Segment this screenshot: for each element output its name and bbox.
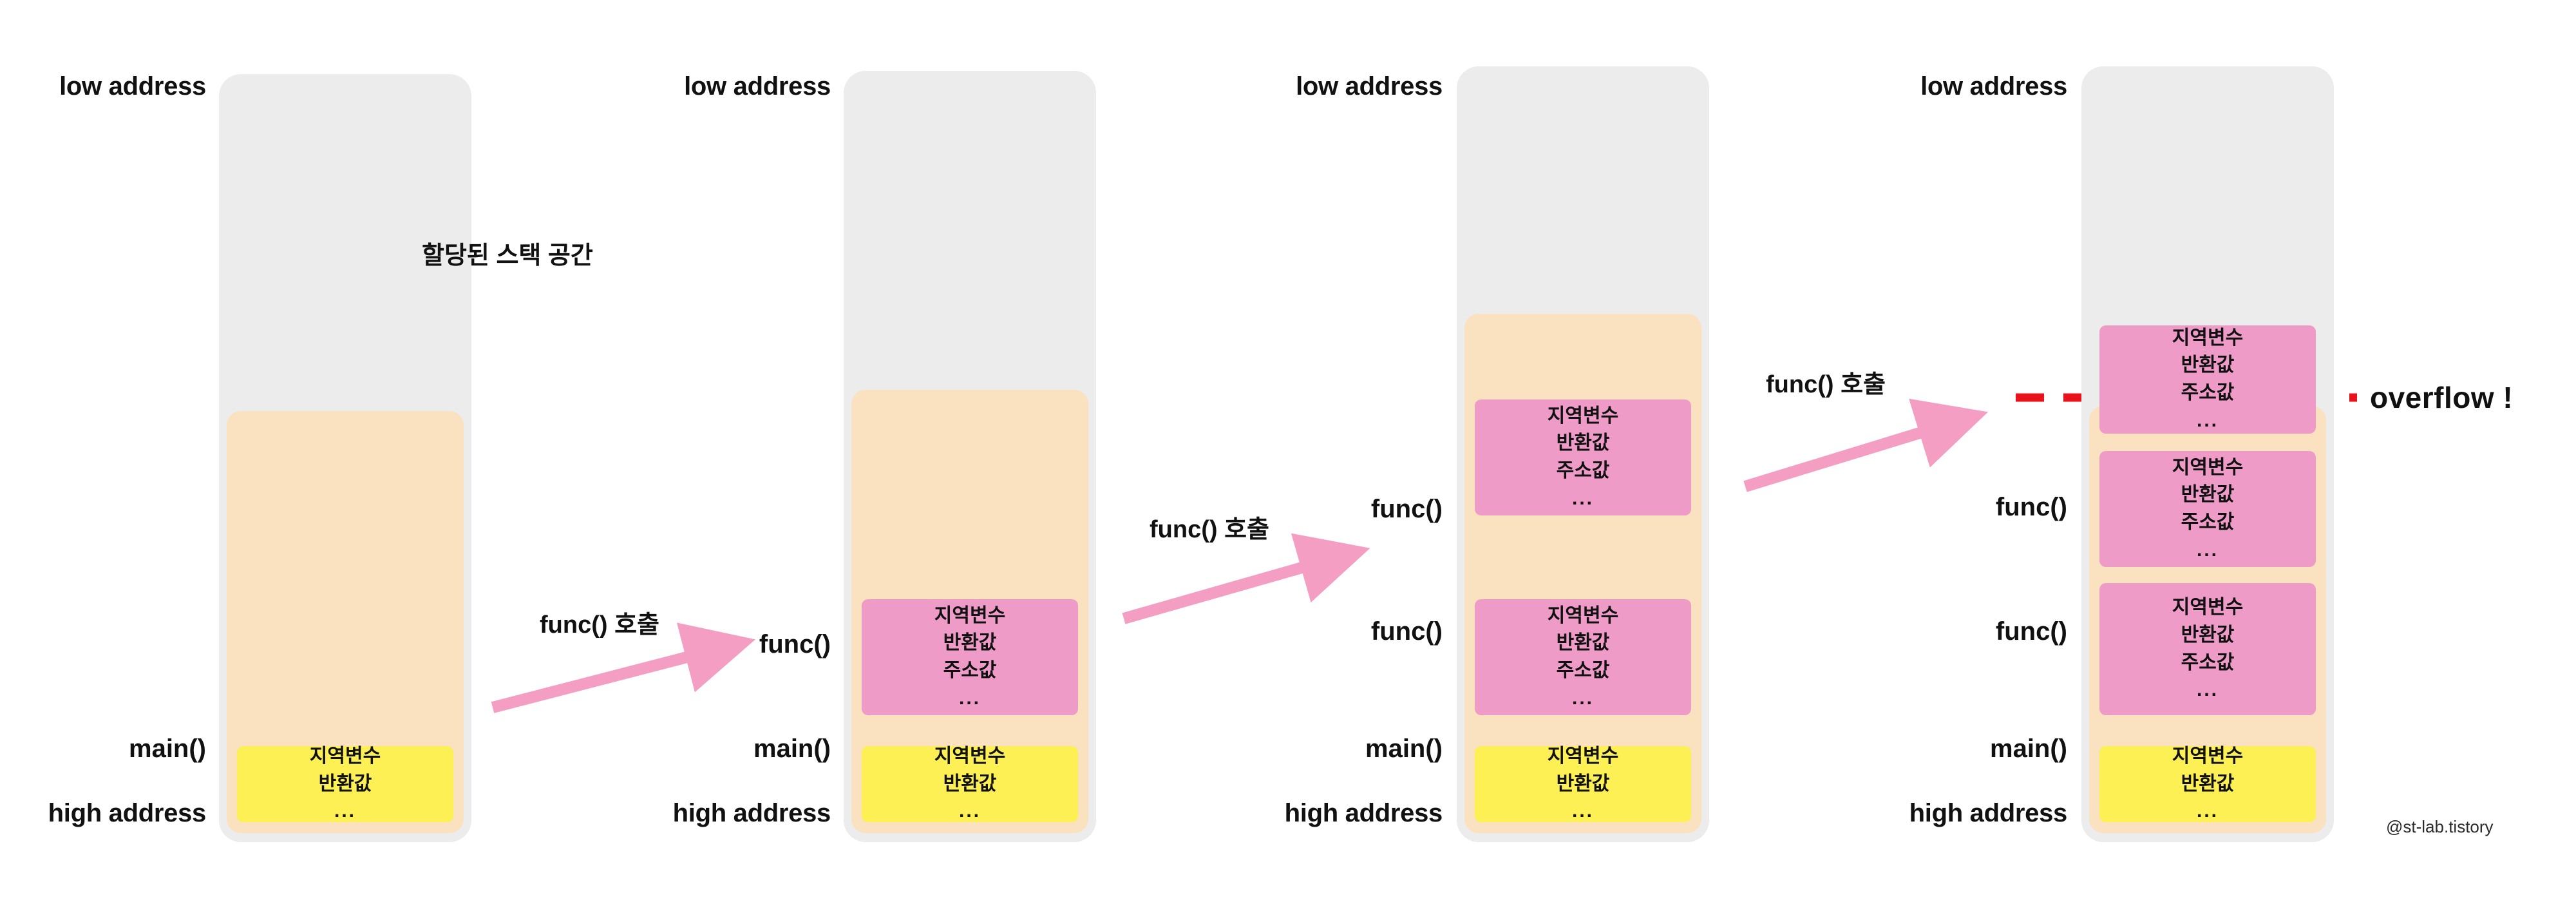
stage-2-frame-func-1: 지역변수 반환값 주소값 ... [862, 599, 1078, 715]
overflow-label: overflow ! [2370, 381, 2514, 414]
stage-4-frame-func-2: 지역변수 반환값 주소값 ... [2099, 583, 2316, 715]
frame-line-local-var: 지역변수 [1547, 745, 1619, 767]
stage-4-frame-func-1: 지역변수 반환값 주소값 ... [2099, 451, 2316, 567]
stage-2-main-label: main() [753, 735, 831, 763]
frame-line-ellipsis: ... [2196, 679, 2219, 701]
stage-3-func-label-1: func() [1370, 495, 1443, 523]
stage-4-frame-func-overflow: 지역변수 반환값 주소값 ... [2099, 325, 2316, 434]
stage-4-frame-main: 지역변수 반환값 ... [2099, 745, 2316, 822]
stage-2-frame-main: 지역변수 반환값 ... [862, 745, 1078, 822]
frame-line-ellipsis: ... [2196, 539, 2219, 561]
call-label-1: func() 호출 [540, 611, 659, 639]
frame-line-address-value: 주소값 [2181, 651, 2235, 673]
frame-line-local-var: 지역변수 [2172, 745, 2244, 767]
frame-line-ellipsis: ... [1571, 687, 1594, 709]
stage-4-low-address-label: low address [1920, 72, 2067, 101]
frame-line-local-var: 지역변수 [934, 604, 1006, 626]
frame-line-ellipsis: ... [958, 687, 981, 709]
frame-line-return-value: 반환값 [943, 773, 997, 794]
frame-line-local-var: 지역변수 [309, 745, 381, 767]
call-arrow-1 [491, 622, 755, 713]
frame-line-return-value: 반환값 [2181, 624, 2235, 646]
frame-line-ellipsis: ... [334, 800, 356, 822]
stage-1-high-address-label: high address [48, 799, 207, 827]
frame-line-return-value: 반환값 [943, 632, 997, 654]
frame-line-ellipsis: ... [2196, 409, 2219, 431]
stage-1-frame-main: 지역변수 반환값 ... [237, 745, 453, 822]
frame-line-return-value: 반환값 [2181, 484, 2235, 506]
frame-line-local-var: 지역변수 [1547, 405, 1619, 427]
stage-3-frame-func-2: 지역변수 반환값 주소값 ... [1475, 599, 1691, 715]
frame-line-address-value: 주소값 [2181, 512, 2235, 533]
stage-2-high-address-label: high address [672, 799, 831, 827]
frame-line-return-value: 반환값 [1556, 773, 1610, 794]
stage-2-func-label: func() [759, 630, 831, 658]
frame-line-address-value: 주소값 [1556, 460, 1610, 481]
call-arrow-3 [1743, 398, 1989, 492]
stage-1-low-address-label: low address [59, 72, 206, 101]
frame-line-ellipsis: ... [1571, 487, 1594, 509]
frame-line-local-var: 지역변수 [2172, 456, 2244, 478]
frame-line-address-value: 주소값 [1556, 660, 1610, 681]
stage-3-frame-func-1: 지역변수 반환값 주소값 ... [1475, 399, 1691, 515]
frame-line-return-value: 반환값 [1556, 432, 1610, 454]
frame-line-return-value: 반환값 [2181, 773, 2235, 794]
frame-line-return-value: 반환값 [1556, 632, 1610, 654]
stage-3-main-label: main() [1365, 735, 1443, 763]
stage-4-func-label-2: func() [1995, 617, 2067, 646]
frame-line-address-value: 주소값 [2181, 382, 2235, 403]
allocated-space-annotation: 할당된 스택 공간 [422, 242, 593, 269]
frame-line-local-var: 지역변수 [2172, 597, 2244, 619]
frame-line-return-value: 반환값 [2181, 354, 2235, 376]
call-label-3: func() 호출 [1766, 371, 1886, 398]
frame-line-address-value: 주소값 [943, 660, 997, 681]
frame-line-return-value: 반환값 [318, 773, 372, 794]
frame-line-local-var: 지역변수 [934, 745, 1006, 767]
stage-4-main-label: main() [1990, 735, 2067, 763]
watermark: @st-lab.tistory [2386, 817, 2494, 836]
frame-line-ellipsis: ... [1571, 800, 1594, 822]
frame-line-local-var: 지역변수 [2172, 327, 2244, 349]
stage-2-low-address-label: low address [684, 72, 831, 101]
call-label-2: func() 호출 [1150, 516, 1269, 543]
stage-4-high-address-label: high address [1909, 799, 2068, 827]
frame-line-local-var: 지역변수 [1547, 604, 1619, 626]
stage-3-frame-main: 지역변수 반환값 ... [1475, 745, 1691, 822]
stage-1-main-label: main() [129, 735, 206, 763]
stage-3-func-label-2: func() [1370, 617, 1443, 646]
stage-4-func-label-1: func() [1995, 493, 2067, 521]
stage-3-low-address-label: low address [1296, 72, 1443, 101]
stage-3-high-address-label: high address [1284, 799, 1443, 827]
call-arrow-2 [1122, 533, 1370, 624]
frame-line-ellipsis: ... [2196, 800, 2219, 822]
frame-line-ellipsis: ... [958, 800, 981, 822]
